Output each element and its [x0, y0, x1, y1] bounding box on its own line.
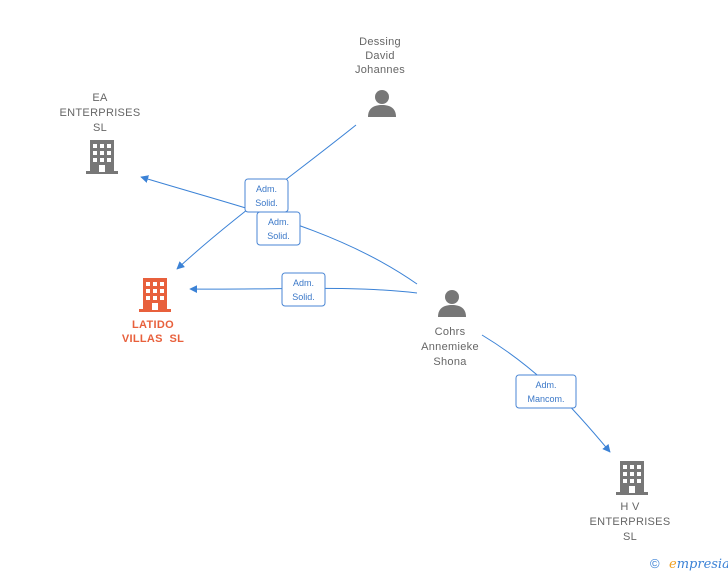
edge-label-line-2: Solid.	[292, 292, 315, 302]
building-icon	[86, 140, 118, 174]
brand-initial: e	[669, 557, 677, 572]
node-label-line: Dessing	[359, 36, 401, 48]
node-hv[interactable]: H V ENTERPRISES SL	[590, 461, 671, 543]
edge-label-line-2: Solid.	[267, 231, 290, 241]
edge-label-dessing-latido[interactable]: Adm. Solid.	[244, 178, 289, 213]
node-cohrs[interactable]: Cohrs Annemieke Shona	[421, 290, 479, 368]
node-label-line: ENTERPRISES	[60, 107, 141, 119]
node-label-line: VILLAS SL	[122, 333, 184, 345]
brand-name: empresia	[669, 557, 728, 572]
edge-label-line-1: Adm.	[535, 380, 556, 390]
node-label-line: Shona	[433, 356, 467, 368]
node-label-line: H V	[620, 501, 640, 513]
node-label-line: SL	[623, 531, 637, 543]
node-label-line: ENTERPRISES	[590, 516, 671, 528]
edge-label-line-1: Adm.	[293, 278, 314, 288]
node-label-line: Cohrs	[435, 326, 466, 338]
edge-label-line-2: Solid.	[255, 198, 278, 208]
node-dessing[interactable]: Dessing David Johannes	[355, 36, 405, 117]
node-latido[interactable]: LATIDO VILLAS SL	[122, 278, 184, 345]
edge-label-line-1: Adm.	[256, 184, 277, 194]
person-icon	[368, 90, 396, 117]
edge-label-cohrs-hv[interactable]: Adm. Mancom.	[515, 374, 577, 409]
node-label-line: LATIDO	[132, 319, 174, 331]
node-label-line: Johannes	[355, 64, 405, 76]
building-icon	[139, 278, 171, 312]
copyright-symbol: ©	[650, 556, 660, 571]
node-ea[interactable]: EA ENTERPRISES SL	[60, 92, 141, 174]
building-icon	[616, 461, 648, 495]
brand-rest: mpresia	[677, 557, 728, 572]
node-label-line: David	[365, 50, 395, 62]
edge-label-line-2: Mancom.	[527, 394, 564, 404]
node-label-line: SL	[93, 122, 107, 134]
edge-label-cohrs-latido[interactable]: Adm. Solid.	[281, 272, 326, 307]
footer-brand: © empresia	[650, 556, 728, 572]
node-label-line: Annemieke	[421, 341, 479, 353]
edge-label-line-1: Adm.	[268, 217, 289, 227]
node-label-line: EA	[92, 92, 108, 104]
edge-label-cohrs-ea[interactable]: Adm. Solid.	[256, 211, 301, 246]
person-icon	[438, 290, 466, 317]
